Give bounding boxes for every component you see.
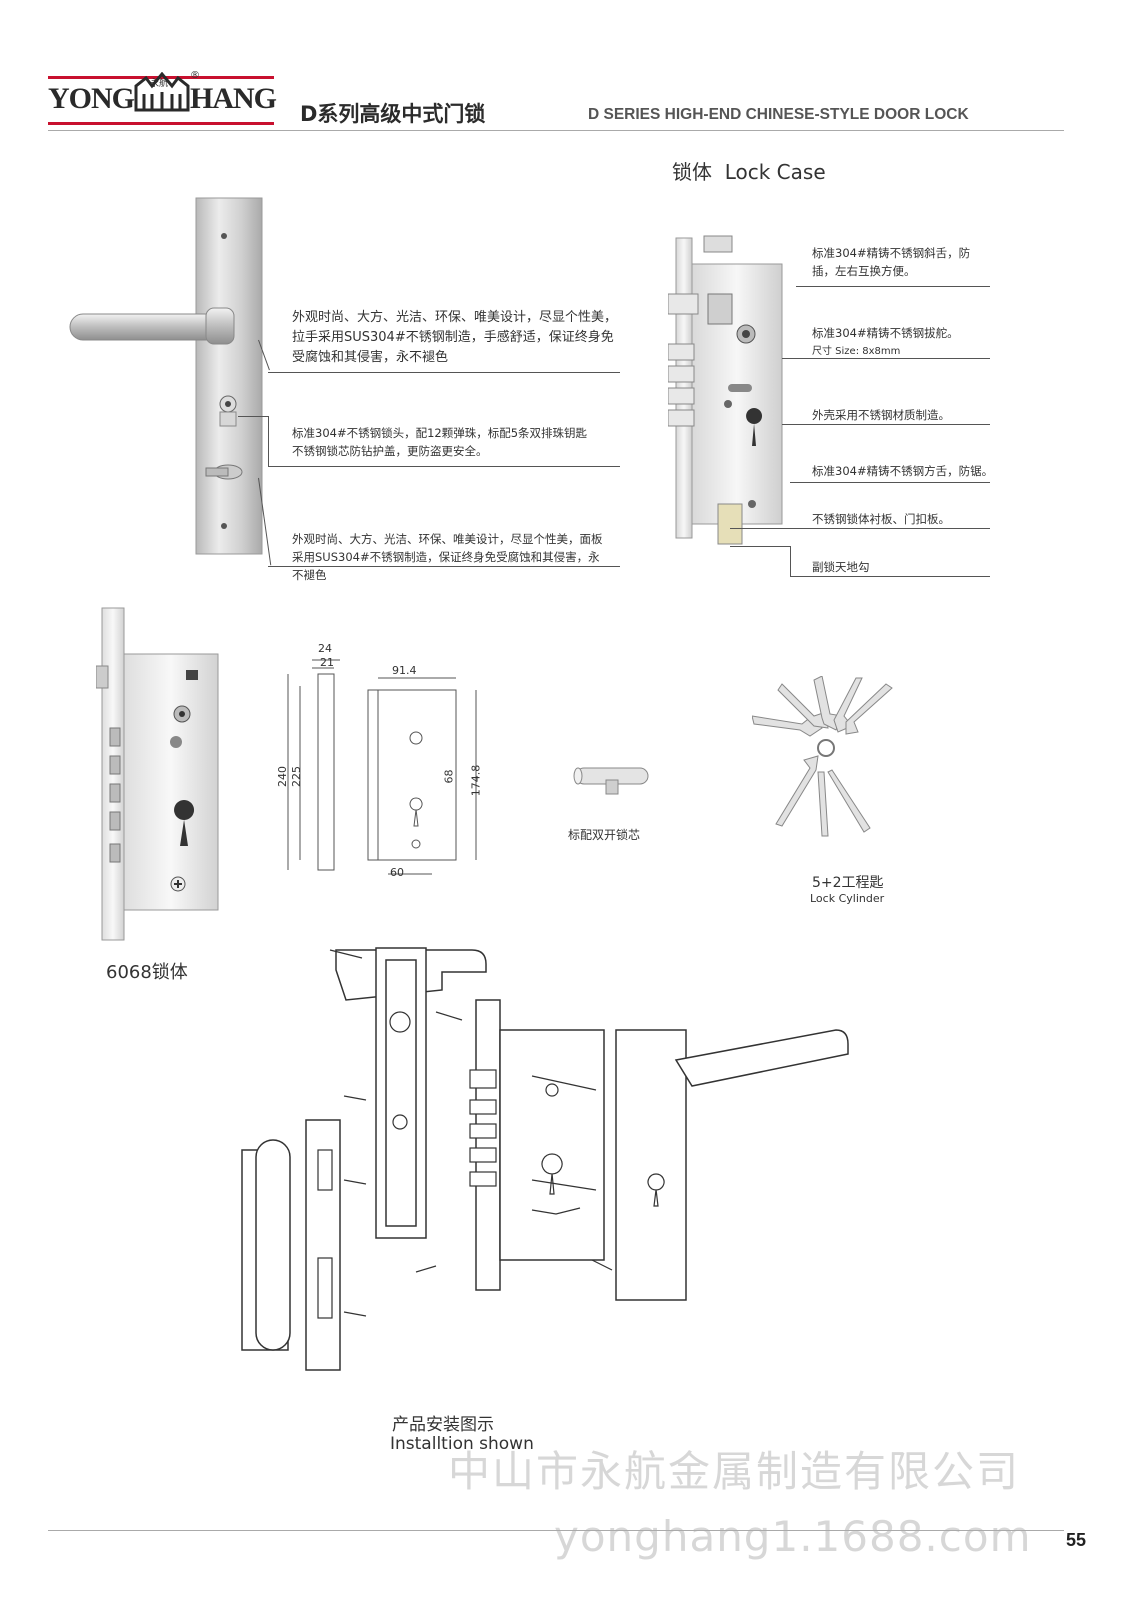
leader-line (790, 482, 990, 483)
leader-line (790, 546, 791, 576)
dim-68: 68 (442, 769, 456, 784)
leader-line (730, 528, 990, 529)
leader-line (730, 546, 790, 547)
page-number: 55 (1066, 1530, 1087, 1550)
install-label-cn: 产品安装图示 (392, 1415, 494, 1435)
leader-line (268, 416, 269, 466)
lock-case-image (668, 235, 783, 545)
handle-note-1: 外观时尚、大方、光洁、环保、唯美设计，尽显个性美，拉手采用SUS304#不锈钢制… (292, 310, 618, 365)
logo-gate-icon (134, 72, 190, 112)
handle-note-3: 外观时尚、大方、光洁、环保、唯美设计，尽显个性美，面板采用SUS304#不锈钢制… (292, 532, 603, 582)
lock-case-note-5: 不锈钢锁体衬板、门扣板。 (812, 512, 950, 526)
page-title-cn: D系列高级中式门锁 (300, 102, 486, 126)
keys-label-cn: 5+2工程匙 (812, 875, 884, 891)
logo-right-text: HANG (190, 82, 277, 115)
leader-line (796, 286, 990, 287)
leader-line (268, 566, 620, 567)
lock-case-note-2: 标准304#精铸不锈钢拔舵。 (812, 326, 959, 340)
logo-small-cn: 永航 (150, 79, 169, 89)
lock-case-note-1: 标准304#精铸不锈钢斜舌，防插，左右互换方便。 (812, 246, 971, 278)
lock-body-6068-image (96, 607, 219, 941)
leader-line (782, 358, 990, 359)
lock-case-note-2-size: 尺寸 Size: 8x8mm (812, 346, 901, 357)
dim-174-8: 174.8 (469, 764, 483, 797)
lock-case-heading: 锁体 Lock Case (672, 160, 826, 184)
watermark-company: 中山市永航金属制造有限公司 (448, 1447, 1021, 1496)
installation-diagram (241, 947, 849, 1371)
leader-line (268, 372, 620, 373)
leader-line (238, 416, 268, 417)
lock-case-note-4: 标准304#精铸不锈钢方舌，防锯。 (812, 464, 994, 478)
lock-body-label: 6068锁体 (106, 962, 188, 983)
logo-left-text: YONG (48, 82, 135, 115)
dimension-drawing (287, 659, 477, 875)
dim-240: 240 (276, 766, 289, 787)
footer-rule (48, 1530, 1064, 1531)
leader-line (790, 576, 990, 577)
keys-image (752, 676, 893, 837)
lock-case-note-6: 副锁天地勾 (812, 560, 870, 574)
watermark-url: yonghang1.1688.com (554, 1512, 1032, 1561)
handle-plate-image (69, 197, 263, 555)
handle-note-2: 标准304#不锈钢锁头，配12颗弹珠，标配5条双排珠钥匙不锈钢锁芯防钻护盖，更防… (292, 426, 588, 458)
dim-24: 24 (318, 642, 332, 655)
lock-case-note-3: 外壳采用不锈钢材质制造。 (812, 408, 950, 422)
page-title-en: D SERIES HIGH-END CHINESE-STYLE DOOR LOC… (588, 106, 969, 123)
leader-line (268, 466, 620, 467)
install-label-en: Installtion shown (390, 1434, 534, 1454)
logo-registered-mark: ® (190, 70, 200, 81)
logo: YONG 永航 ® HANG (48, 70, 277, 128)
cylinder-label: 标配双开锁芯 (568, 828, 641, 842)
header-rule (48, 130, 1064, 131)
dim-60: 60 (390, 866, 404, 879)
leader-line (782, 424, 990, 425)
dim-91-4: 91.4 (392, 664, 417, 677)
cylinder-image (573, 767, 649, 795)
dim-21: 21 (320, 656, 334, 669)
keys-label-en: Lock Cylinder (810, 892, 885, 905)
dim-225: 225 (290, 766, 303, 787)
